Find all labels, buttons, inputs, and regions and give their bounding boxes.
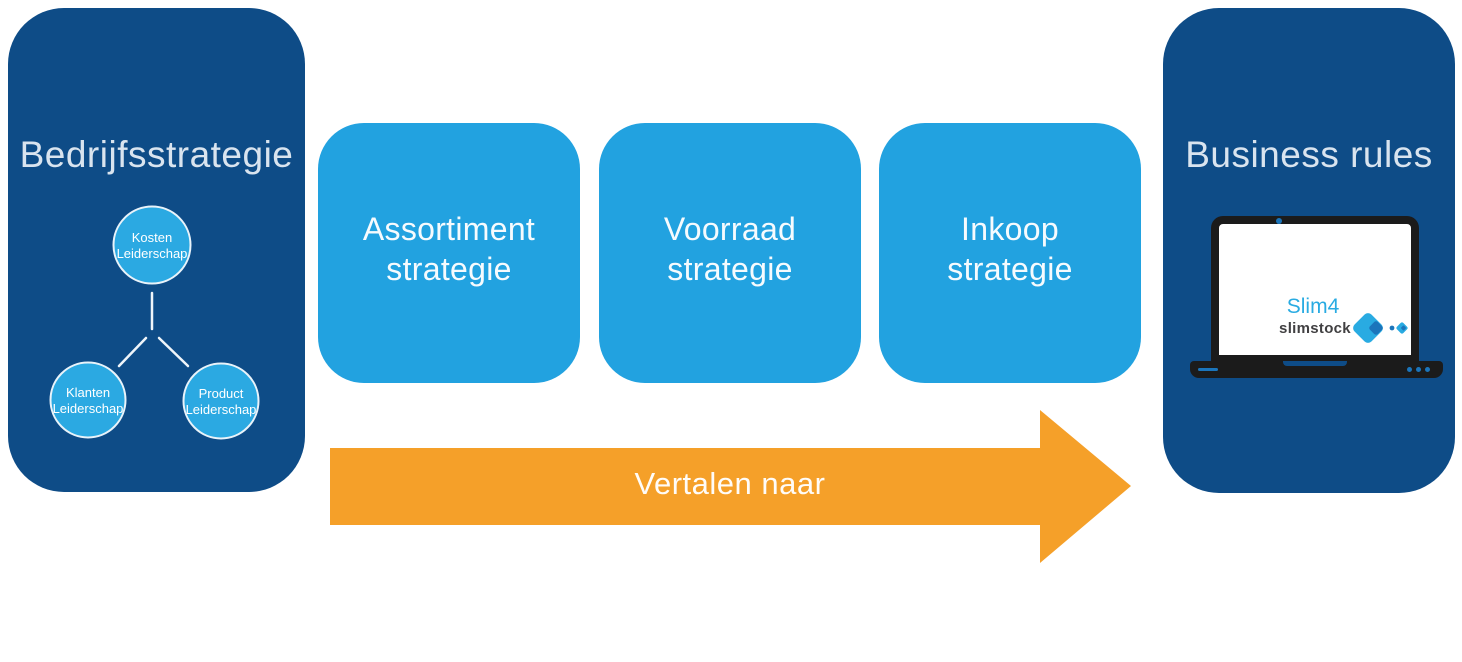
laptop-base-dot (1407, 367, 1412, 372)
slimstock-logo-icon (1353, 313, 1408, 343)
laptop-hinge-notch (1283, 361, 1347, 366)
arrow-label: Vertalen naar (634, 466, 826, 501)
laptop-base-dot (1416, 367, 1421, 372)
left-panel-title: Bedrijfsstrategie (19, 134, 294, 175)
laptop-icon: Slim4 slimstock (1163, 8, 1455, 493)
org-node-label: Kosten (132, 230, 172, 245)
assortiment-strategie-box: Assortiment strategie (318, 123, 580, 383)
org-node-klanten-leiderschap: Klanten Leiderschap (49, 361, 127, 439)
org-node-label: Leiderschap (186, 402, 257, 417)
org-node-label: Leiderschap (53, 401, 124, 416)
laptop-base (1190, 361, 1443, 378)
box-label-line2: strategie (386, 251, 512, 287)
box-label-line1: Inkoop (961, 211, 1059, 247)
webcam-icon (1276, 218, 1282, 224)
business-rules-panel: Business rules Slim4 slimstock (1163, 8, 1455, 493)
org-node-product-leiderschap: Product Leiderschap (182, 362, 260, 440)
org-chart-connectors (117, 291, 190, 368)
voorraad-strategie-box: Voorraad strategie (599, 123, 861, 383)
right-panel-title: Business rules (1185, 134, 1433, 175)
org-node-label: Product (199, 386, 244, 401)
laptop-base-dash (1198, 368, 1218, 371)
box-label-line2: strategie (947, 251, 1073, 287)
org-chart: Kosten Leiderschap Klanten Leiderschap P… (49, 205, 260, 440)
org-node-kosten-leiderschap: Kosten Leiderschap (112, 205, 192, 285)
inkoop-strategie-box: Inkoop strategie (879, 123, 1141, 383)
slim4-product-name: Slim4 (1286, 295, 1340, 318)
laptop-base-dot (1425, 367, 1430, 372)
box-label-line2: strategie (667, 251, 793, 287)
org-node-label: Leiderschap (117, 246, 188, 261)
org-node-label: Klanten (66, 385, 110, 400)
slimstock-brand-name: slimstock (1279, 320, 1351, 337)
box-label-line1: Assortiment (362, 211, 536, 247)
bedrijfsstrategie-panel: Bedrijfsstrategie Kosten Leiderschap Kla… (8, 8, 305, 492)
laptop-screen (1211, 216, 1419, 363)
box-label-line1: Voorraad (663, 211, 797, 247)
